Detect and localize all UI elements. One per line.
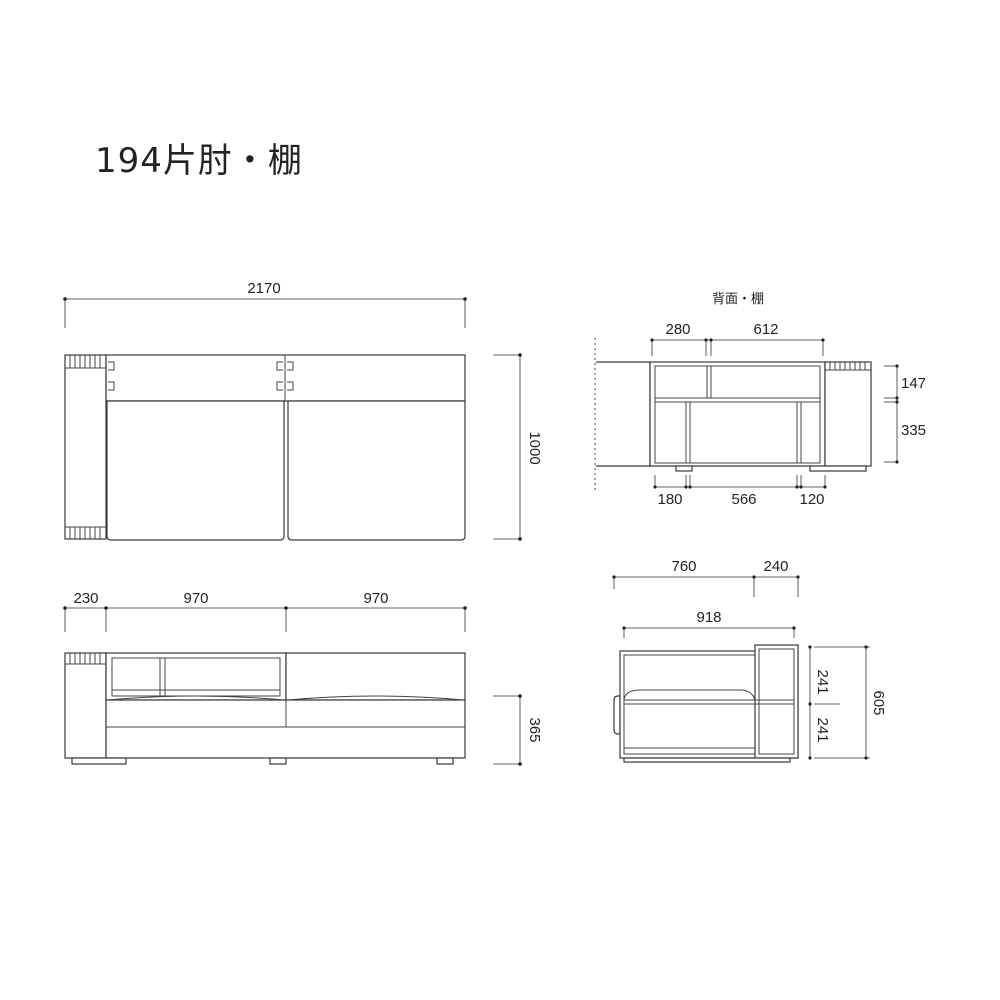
side-total-height-label: 605 [870, 690, 887, 715]
back-upper-height-label: 147 [901, 375, 926, 392]
back-right-width-label: 612 [753, 321, 778, 338]
back-bottom-right-label: 120 [799, 491, 824, 508]
front-height-label: 365 [526, 717, 543, 742]
top-depth-label: 1000 [526, 431, 543, 464]
side-upper-height-label: 241 [814, 669, 831, 694]
side-view: 760 240 918 241 241 605 [612, 558, 887, 763]
side-lower-height-label: 241 [814, 717, 831, 742]
top-view: 2170 [63, 280, 543, 541]
arm-slats-top [65, 355, 106, 539]
front-seat1-label: 970 [183, 590, 208, 607]
back-lower-height-label: 335 [901, 422, 926, 439]
back-view: 背面・棚 280 612 [594, 292, 926, 508]
side-seat-depth-label: 760 [671, 558, 696, 575]
back-left-width-label: 280 [665, 321, 690, 338]
back-bottom-mid-label: 566 [731, 491, 756, 508]
front-view: 230 970 970 365 [63, 590, 543, 766]
page-title: 194片肘・棚 [95, 141, 303, 181]
front-arm-label: 230 [73, 590, 98, 607]
back-bottom-left-label: 180 [657, 491, 682, 508]
top-width-label: 2170 [247, 280, 280, 297]
side-shelf-depth-label: 240 [763, 558, 788, 575]
side-inner-depth-label: 918 [696, 609, 721, 626]
front-seat2-label: 970 [363, 590, 388, 607]
back-view-label: 背面・棚 [712, 292, 764, 307]
